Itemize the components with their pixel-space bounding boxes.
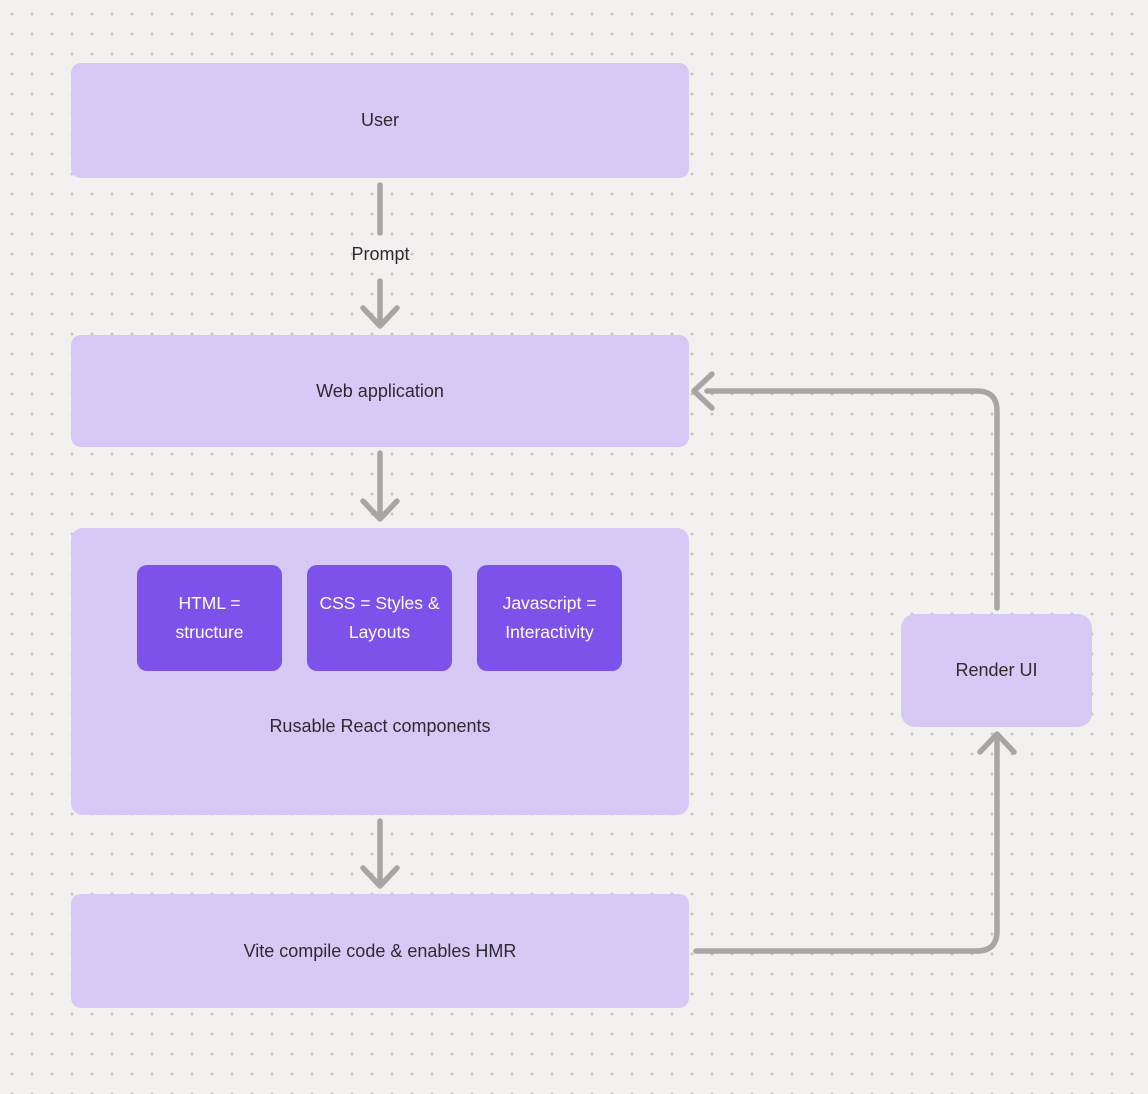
components-row: HTML = structure CSS = Styles & Layouts … [137,565,623,671]
arrowhead-up-render [977,731,1017,755]
node-components-group: HTML = structure CSS = Styles & Layouts … [71,528,689,815]
node-html-label: HTML = structure [175,593,244,642]
components-group-label: Rusable React components [269,716,491,736]
edge-label-prompt: Prompt [351,244,410,264]
node-user: User [71,63,689,178]
node-vite: Vite compile code & enables HMR [71,894,689,1008]
arrowhead-down-webapp [360,305,400,329]
node-web-application: Web application [71,335,689,447]
arrowhead-down-vite [360,865,400,889]
node-render-ui-label: Render UI [955,660,1038,680]
node-html: HTML = structure [137,565,282,671]
node-css: CSS = Styles & Layouts [307,565,452,671]
node-javascript-label: Javascript = Interactivity [502,593,597,642]
node-javascript: Javascript = Interactivity [477,565,622,671]
arrowhead-down-group [360,498,400,522]
node-user-label: User [360,110,399,130]
node-css-label: CSS = Styles & Layouts [319,593,440,642]
node-vite-label: Vite compile code & enables HMR [243,940,517,961]
edge-vite-render-line [693,737,1000,954]
node-render-ui: Render UI [901,614,1092,727]
arrowhead-left-webapp [691,371,715,411]
node-web-application-label: Web application [316,380,444,401]
edge-render-webapp-line [704,388,1000,611]
